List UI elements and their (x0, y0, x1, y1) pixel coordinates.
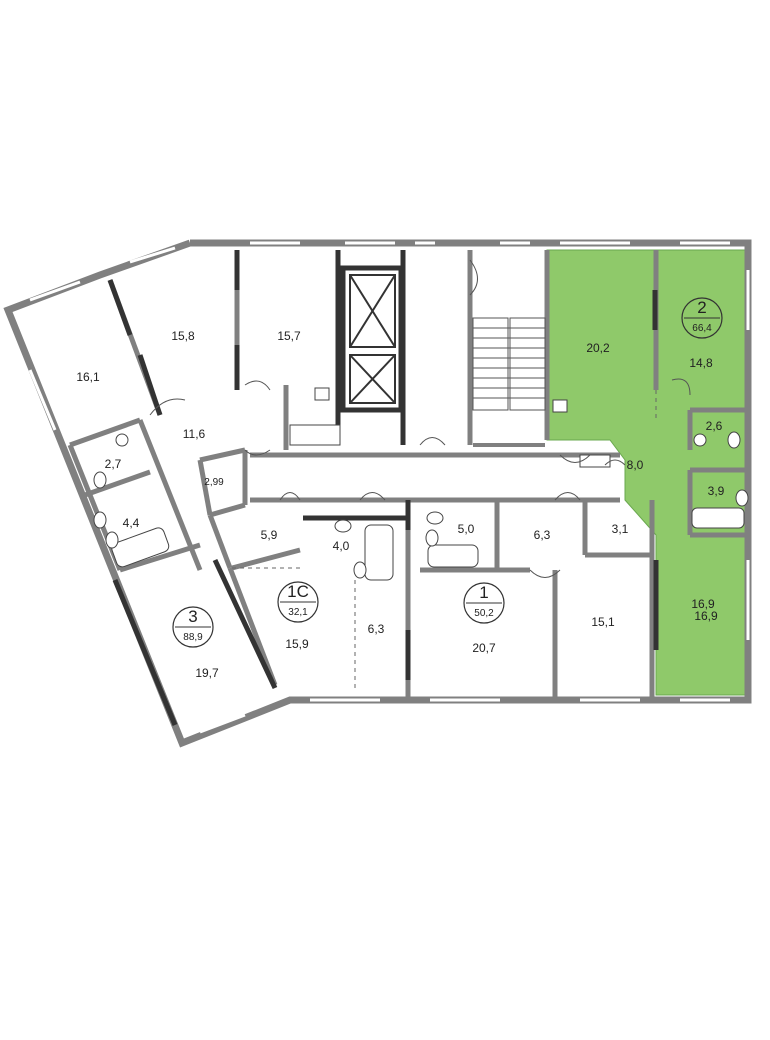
room-area: 14,8 (689, 356, 713, 370)
apartment-badge-1c[interactable]: 1С 32,1 (277, 581, 319, 623)
room-area: 15,8 (171, 329, 195, 343)
room-area: 3,1 (612, 522, 629, 536)
staircase (472, 317, 546, 447)
room-area: 16,9 (691, 597, 715, 611)
room-area: 15,7 (277, 329, 301, 343)
apartment-number: 1 (479, 583, 488, 602)
door-swings (149, 259, 691, 578)
room-area: 11,6 (183, 427, 206, 441)
apartment-badge-2[interactable]: 2 66,4 (681, 297, 723, 339)
windows (28, 241, 750, 734)
room-area: 6,3 (368, 622, 385, 636)
room-area: 8,0 (627, 458, 644, 472)
room-area: 20,2 (586, 341, 610, 355)
apartment-badge-1[interactable]: 1 50,2 (463, 582, 505, 624)
room-area: 16,9 (694, 609, 718, 623)
room-area: 2,7 (105, 457, 122, 471)
room-area: 2,6 (706, 419, 723, 433)
room-area: 6,3 (534, 528, 551, 542)
room-area: 5,9 (261, 528, 278, 542)
room-area: 5,0 (458, 522, 475, 536)
apartment-number: 1С (287, 582, 309, 601)
room-area: 3,9 (708, 484, 725, 498)
room-area: 4,0 (333, 539, 350, 553)
room-area: 20,7 (472, 641, 496, 655)
room-area: 19,7 (195, 666, 219, 680)
bathroom-fixtures (93, 387, 749, 581)
apartment-area: 66,4 (692, 323, 712, 334)
room-labels: 16,1 15,8 15,7 11,6 2,7 4,4 2,99 5,9 4,0… (76, 329, 724, 680)
room-area: 4,4 (123, 516, 140, 530)
room-area: 2,99 (204, 477, 224, 488)
dashed-partitions (232, 390, 657, 690)
room-area: 16,1 (76, 370, 100, 384)
structural-walls (107, 250, 659, 726)
room-area: 15,1 (591, 615, 615, 629)
apartment-number: 2 (697, 298, 706, 317)
apartment-area: 50,2 (474, 608, 494, 619)
apartment-area: 88,9 (183, 632, 203, 643)
elevator-shaft (349, 274, 396, 404)
apartment-area: 32,1 (288, 607, 308, 618)
apartment-badge-3[interactable]: 3 88,9 (172, 606, 214, 648)
apartment-number: 3 (188, 607, 197, 626)
room-area: 15,9 (285, 637, 309, 651)
